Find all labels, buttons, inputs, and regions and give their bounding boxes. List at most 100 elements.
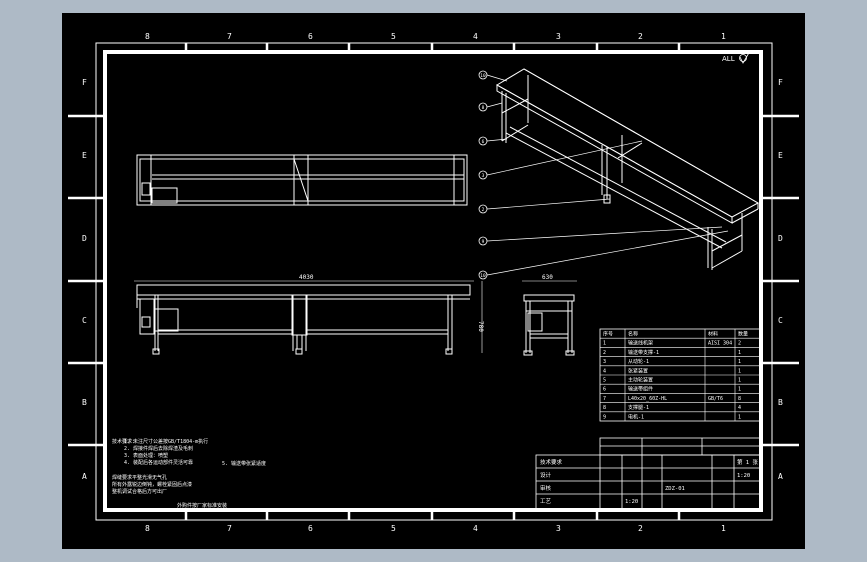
bom-cell: 1 xyxy=(738,414,741,420)
note2-line-3: 整机调试合格后方可出厂 xyxy=(112,488,167,495)
zone-col-label: 8 xyxy=(145,524,150,533)
title-row-3: 工艺 xyxy=(540,498,552,505)
bom-cell: 电机-1 xyxy=(628,413,644,420)
zone-row-label: C xyxy=(778,316,783,325)
zone-col-label: 7 xyxy=(227,524,232,533)
outer-frame xyxy=(95,42,773,521)
note2-line-2: 所有外露锐边倒钝，螺栓紧固后点漆 xyxy=(112,481,192,488)
note-line-5: 5. 输送带张紧适度 xyxy=(222,460,266,467)
leader-lines xyxy=(486,74,729,276)
zone-row-label: E xyxy=(82,151,87,160)
tech-req-title: 技术要求 xyxy=(540,458,563,466)
zone-col-label: 4 xyxy=(473,524,478,533)
height-dimension: 780 xyxy=(477,321,484,332)
bom-cell: 1 xyxy=(738,387,741,393)
zone-col-label: 2 xyxy=(638,524,643,533)
zone-row-label: A xyxy=(778,472,783,481)
zone-col-label: 3 xyxy=(556,524,561,533)
title-row-1: 设计 xyxy=(540,471,552,479)
balloon-label: 3 xyxy=(482,173,485,179)
zone-col-label: 5 xyxy=(391,32,396,41)
bom-cell: 1 xyxy=(603,341,606,347)
zone-row-label: B xyxy=(778,398,783,407)
bom-cell: L40x20_60Z-HL xyxy=(628,396,667,402)
balloon-circle xyxy=(478,70,488,80)
notes-footer: 外购件按厂家标准安装 xyxy=(177,502,227,509)
zone-col-label: 2 xyxy=(638,32,643,41)
zone-ticks xyxy=(68,43,799,520)
bom-cell: 张紧装置 xyxy=(628,367,648,374)
balloon-circle xyxy=(478,136,488,146)
zone-row-label: E xyxy=(778,151,783,160)
bom-cell: 支撑腿-1 xyxy=(628,404,649,411)
balloon-label: 10 xyxy=(480,273,486,279)
title-code: 1:20 xyxy=(737,473,750,479)
bom-cell: 输送带组件 xyxy=(628,386,653,393)
balloon-circle xyxy=(478,236,488,246)
bom-cell: 4 xyxy=(738,405,741,411)
balloon-circle xyxy=(478,204,488,214)
zone-col-label: 1 xyxy=(721,524,726,533)
zone-col-label: 5 xyxy=(391,524,396,533)
bom-cell: 1 xyxy=(738,350,741,356)
zone-row-label: A xyxy=(82,472,87,481)
title-scale: 1:20 xyxy=(625,499,638,505)
bom-header: 材料 xyxy=(708,331,718,338)
zone-row-label: F xyxy=(82,78,87,87)
balloon-circle xyxy=(478,102,488,112)
balloon-label: 9 xyxy=(482,239,485,245)
note-line-2: 2. 焊接件焊后去除焊渣及毛刺 xyxy=(124,445,193,452)
drawing-number: ZDZ-01 xyxy=(665,486,685,492)
notes-heading: 技术要求： xyxy=(112,438,137,445)
balloon-label: 2 xyxy=(482,207,485,213)
balloon-label: 6 xyxy=(482,139,485,145)
top-view xyxy=(136,154,468,206)
bom-cell: 2 xyxy=(738,341,741,347)
isometric-view xyxy=(495,68,760,270)
bom-cell: 3 xyxy=(603,359,606,365)
side-dimension: 630 xyxy=(542,274,553,281)
zone-row-label: D xyxy=(778,234,783,243)
bom-cell: 6 xyxy=(603,387,606,393)
bom-header: 序号 xyxy=(603,331,613,338)
roughness-mark: ALL xyxy=(722,55,735,63)
bom-cell: 8 xyxy=(603,405,606,411)
zone-col-label: 1 xyxy=(721,32,726,41)
bom-header: 数量 xyxy=(738,331,748,338)
note-line-1: 1. 未注尺寸公差按GB/T1804-m执行 xyxy=(124,438,208,445)
note-line-3: 3. 表面处理：喷塑 xyxy=(124,452,168,459)
balloon-circle xyxy=(478,270,488,280)
bom-header: 名称 xyxy=(628,331,638,338)
title-block xyxy=(535,437,761,510)
zone-col-label: 4 xyxy=(473,32,478,41)
zone-col-label: 7 xyxy=(227,32,232,41)
balloon-label: 10 xyxy=(480,73,486,79)
front-view: 4030 780 xyxy=(134,274,484,355)
top-dimension: 4030 xyxy=(299,274,314,281)
roughness-symbol xyxy=(739,50,751,64)
bom-cell: 5 xyxy=(603,378,606,384)
title-row-2: 审核 xyxy=(540,484,552,492)
bom-cell: 4 xyxy=(603,368,606,374)
bom-cell: 从动轮-1 xyxy=(628,358,649,365)
bom-cell: 1 xyxy=(738,359,741,365)
balloon-group: 10 8 6 3 2 9 10 xyxy=(478,70,488,280)
zone-row-label: B xyxy=(82,398,87,407)
bom-cell: 1 xyxy=(738,368,741,374)
zone-row-label: F xyxy=(778,78,783,87)
bom-cell: 7 xyxy=(603,396,606,402)
balloon-label: 8 xyxy=(482,105,485,111)
bom-cell: 2 xyxy=(603,350,606,356)
zone-col-label: 8 xyxy=(145,32,150,41)
zone-row-label: C xyxy=(82,316,87,325)
zone-col-label: 6 xyxy=(308,32,313,41)
bom-cell: GB/T6 xyxy=(708,396,723,402)
bom-cell: 主动轮装置 xyxy=(628,377,653,384)
balloon-circle xyxy=(478,170,488,180)
bom-cell: 输送带支撑-1 xyxy=(628,349,659,356)
zone-col-label: 3 xyxy=(556,32,561,41)
